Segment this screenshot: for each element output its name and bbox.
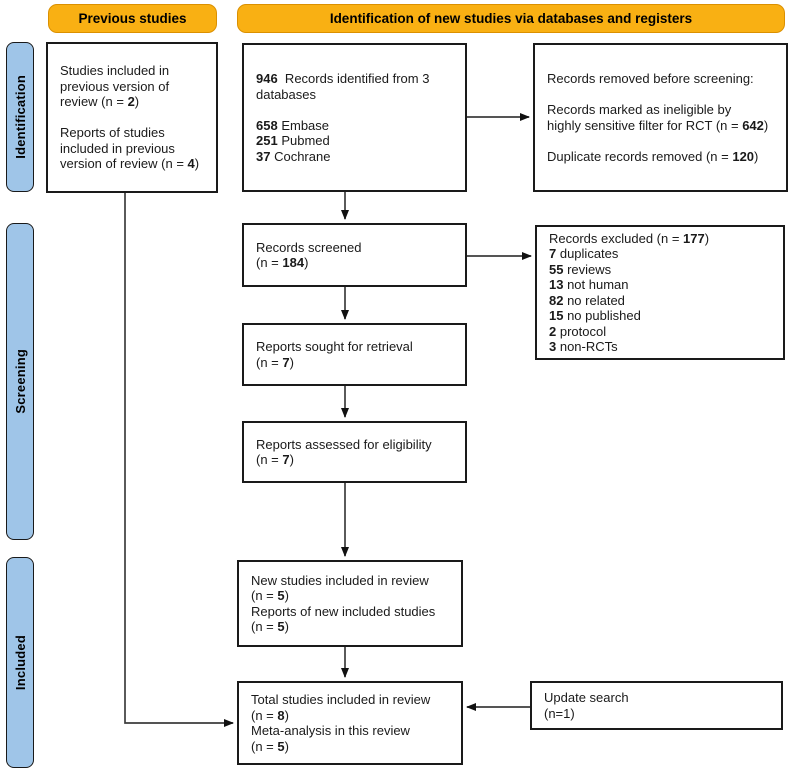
text-line: 2 protocol	[549, 323, 607, 339]
text-line: New studies included in review	[251, 572, 429, 588]
text-line	[60, 110, 206, 126]
text-line: Reports sought for retrieval	[256, 339, 413, 354]
box-new-studies-included: New studies included in review(n = 5)Rep…	[237, 560, 463, 647]
text-line: version of review (n = 4)	[60, 156, 200, 172]
arrow-previous-studies-to-total	[124, 193, 234, 727]
text-line	[547, 133, 776, 149]
text-line: highly sensitive filter for RCT (n = 642…	[547, 117, 769, 133]
text-line: previous version of	[60, 78, 170, 94]
text-line: (n = 5)	[251, 588, 289, 603]
text-line: included in previous	[60, 140, 175, 156]
text-line: Update search	[544, 690, 629, 705]
text-line: (n = 5)	[251, 619, 289, 634]
text-line: 251 Pubmed	[256, 133, 330, 148]
text-line: Reports of new included studies	[251, 603, 436, 619]
text-line: (n = 7)	[256, 452, 294, 467]
stage-label-screening-text: Screening	[12, 349, 28, 414]
text-line: (n=1)	[544, 705, 575, 721]
header-previous-studies: Previous studies	[48, 4, 217, 33]
stage-label-identification-text: Identification	[12, 75, 28, 159]
text-line: Meta-analysis in this review	[251, 723, 410, 738]
text-line: Records removed before screening:	[547, 71, 754, 86]
text-line: Reports assessed for eligibility	[256, 436, 432, 452]
box-total-studies-included: Total studies included in review(n = 8)M…	[237, 681, 463, 765]
text-line: 7 duplicates	[549, 246, 619, 261]
text-line: Records excluded (n = 177)	[549, 230, 710, 246]
text-line: databases	[256, 86, 316, 102]
header-new-studies: Identification of new studies via databa…	[237, 4, 785, 33]
box-reports-assessed: Reports assessed for eligibility(n = 7)	[242, 421, 467, 483]
header-new-studies-label: Identification of new studies via databa…	[329, 11, 693, 26]
box-update-search: Update search(n=1)	[530, 681, 783, 730]
text-line: (n = 8)	[251, 707, 289, 723]
box-records-screened: Records screened(n = 184)	[242, 223, 467, 287]
text-line: 658 Embase	[256, 117, 330, 133]
text-line: 82 no related	[549, 292, 625, 308]
text-line: 3 non-RCTs	[549, 339, 618, 354]
text-line	[547, 87, 776, 103]
stage-label-identification: Identification	[6, 42, 34, 192]
text-line: Records screened	[256, 239, 362, 255]
text-line: 15 no published	[549, 308, 641, 323]
stage-label-included: Included	[6, 557, 34, 768]
box-reports-sought: Reports sought for retrieval(n = 7)	[242, 323, 467, 386]
text-line: (n = 7)	[256, 354, 294, 370]
text-line: Duplicate records removed (n = 120)	[547, 148, 759, 164]
text-line: Reports of studies	[60, 125, 165, 141]
text-line: (n = 184)	[256, 255, 309, 270]
stage-label-screening: Screening	[6, 223, 34, 540]
text-line: Records marked as ineligible by	[547, 102, 732, 117]
text-line: 55 reviews	[549, 261, 612, 277]
text-line: 37 Cochrane	[256, 148, 331, 164]
text-line: Studies included in	[60, 63, 170, 79]
text-line: Total studies included in review	[251, 692, 431, 707]
text-line: review (n = 2)	[60, 94, 140, 110]
text-line: 13 not human	[549, 277, 629, 292]
header-previous-studies-label: Previous studies	[78, 11, 187, 26]
box-records-removed: Records removed before screening: Records…	[533, 43, 788, 192]
text-line: 946 Records identified from 3	[256, 71, 430, 86]
text-line	[256, 102, 455, 118]
stage-label-included-text: Included	[12, 634, 28, 691]
text-line: (n = 5)	[251, 738, 289, 754]
